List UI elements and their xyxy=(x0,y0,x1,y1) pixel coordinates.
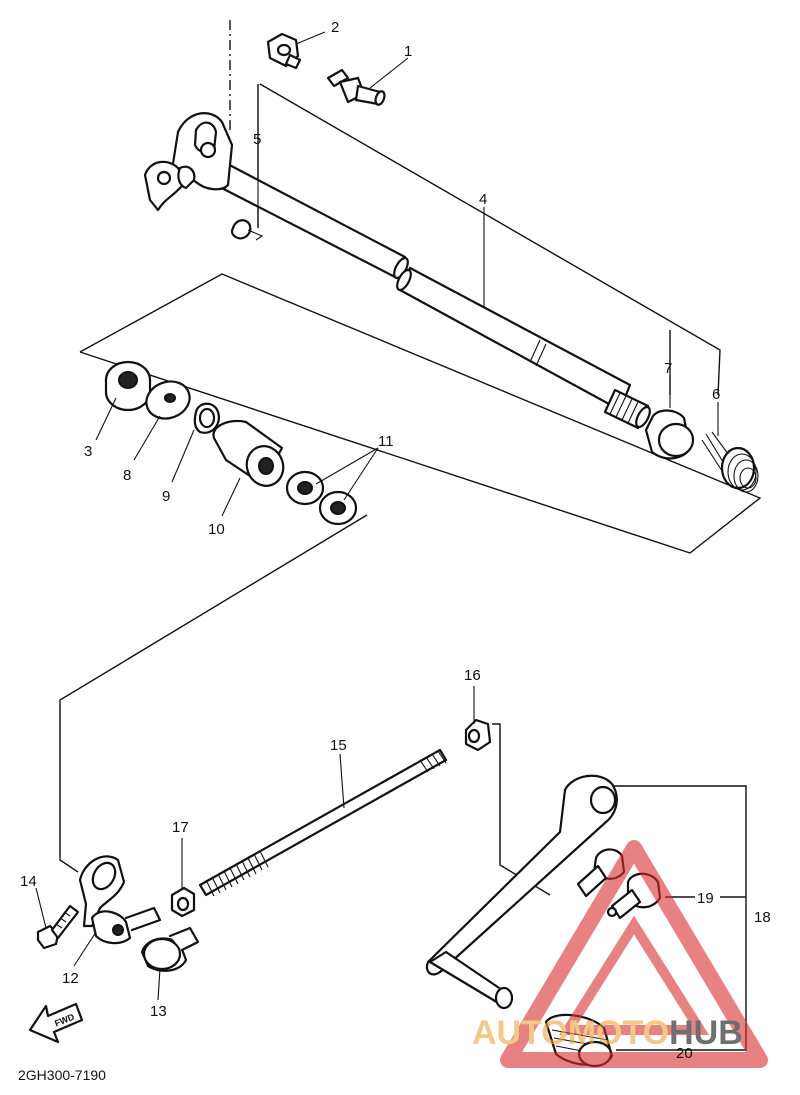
label-7: 7 xyxy=(664,360,672,377)
stopper-bolt xyxy=(326,68,386,106)
label-3: 3 xyxy=(84,443,92,460)
label-17: 17 xyxy=(172,819,189,836)
watermark-triangle-icon xyxy=(500,840,768,1068)
label-9: 9 xyxy=(162,488,170,505)
label-5: 5 xyxy=(253,131,261,148)
watermark-moto: MOTO xyxy=(568,1014,669,1052)
label-2: 2 xyxy=(331,19,339,36)
shift-arm xyxy=(78,855,162,945)
rod-nut-right xyxy=(464,718,492,752)
shift-shaft xyxy=(143,112,651,430)
forward-arrow-icon: FWD xyxy=(28,1002,84,1044)
label-1: 1 xyxy=(404,43,412,60)
collar xyxy=(212,419,285,487)
label-12: 12 xyxy=(62,970,79,987)
label-4: 4 xyxy=(479,191,487,208)
svg-text:AUTOMOTOHUB: AUTOMOTOHUB xyxy=(472,1014,743,1052)
torsion-spring xyxy=(701,431,759,493)
rod-joint xyxy=(140,926,200,972)
label-15: 15 xyxy=(330,737,347,754)
pedal-joint xyxy=(576,848,662,920)
shaft-collar xyxy=(644,409,695,460)
label-8: 8 xyxy=(123,467,131,484)
circlip-small xyxy=(230,219,264,241)
label-16: 16 xyxy=(464,667,481,684)
circlip xyxy=(193,402,220,434)
automotohub-watermark: AUTOMOTOHUB xyxy=(472,840,768,1068)
label-14: 14 xyxy=(20,873,37,890)
rod-nut-left xyxy=(170,886,196,918)
pinch-bolt xyxy=(36,904,80,950)
label-19: 19 xyxy=(697,890,714,907)
diagram-code: 2GH300-7190 xyxy=(18,1067,106,1083)
label-10: 10 xyxy=(208,521,225,538)
plain-washer xyxy=(145,380,191,420)
leader-lines xyxy=(35,31,719,1001)
flange-nut xyxy=(266,32,302,70)
label-18: 18 xyxy=(754,909,771,926)
label-13: 13 xyxy=(150,1003,167,1020)
bush-pair xyxy=(285,470,358,526)
label-20: 20 xyxy=(676,1045,693,1062)
shift-pedal xyxy=(425,774,618,1010)
label-11: 11 xyxy=(378,433,394,450)
label-6: 6 xyxy=(712,386,720,403)
watermark-hub: HUB xyxy=(669,1014,743,1052)
watermark-auto: AUTO xyxy=(472,1014,568,1052)
shift-rod xyxy=(198,748,448,897)
oil-seal xyxy=(104,360,152,412)
part-number-labels: 1 2 3 4 5 6 7 8 9 10 11 12 13 14 15 16 1… xyxy=(20,19,771,1062)
